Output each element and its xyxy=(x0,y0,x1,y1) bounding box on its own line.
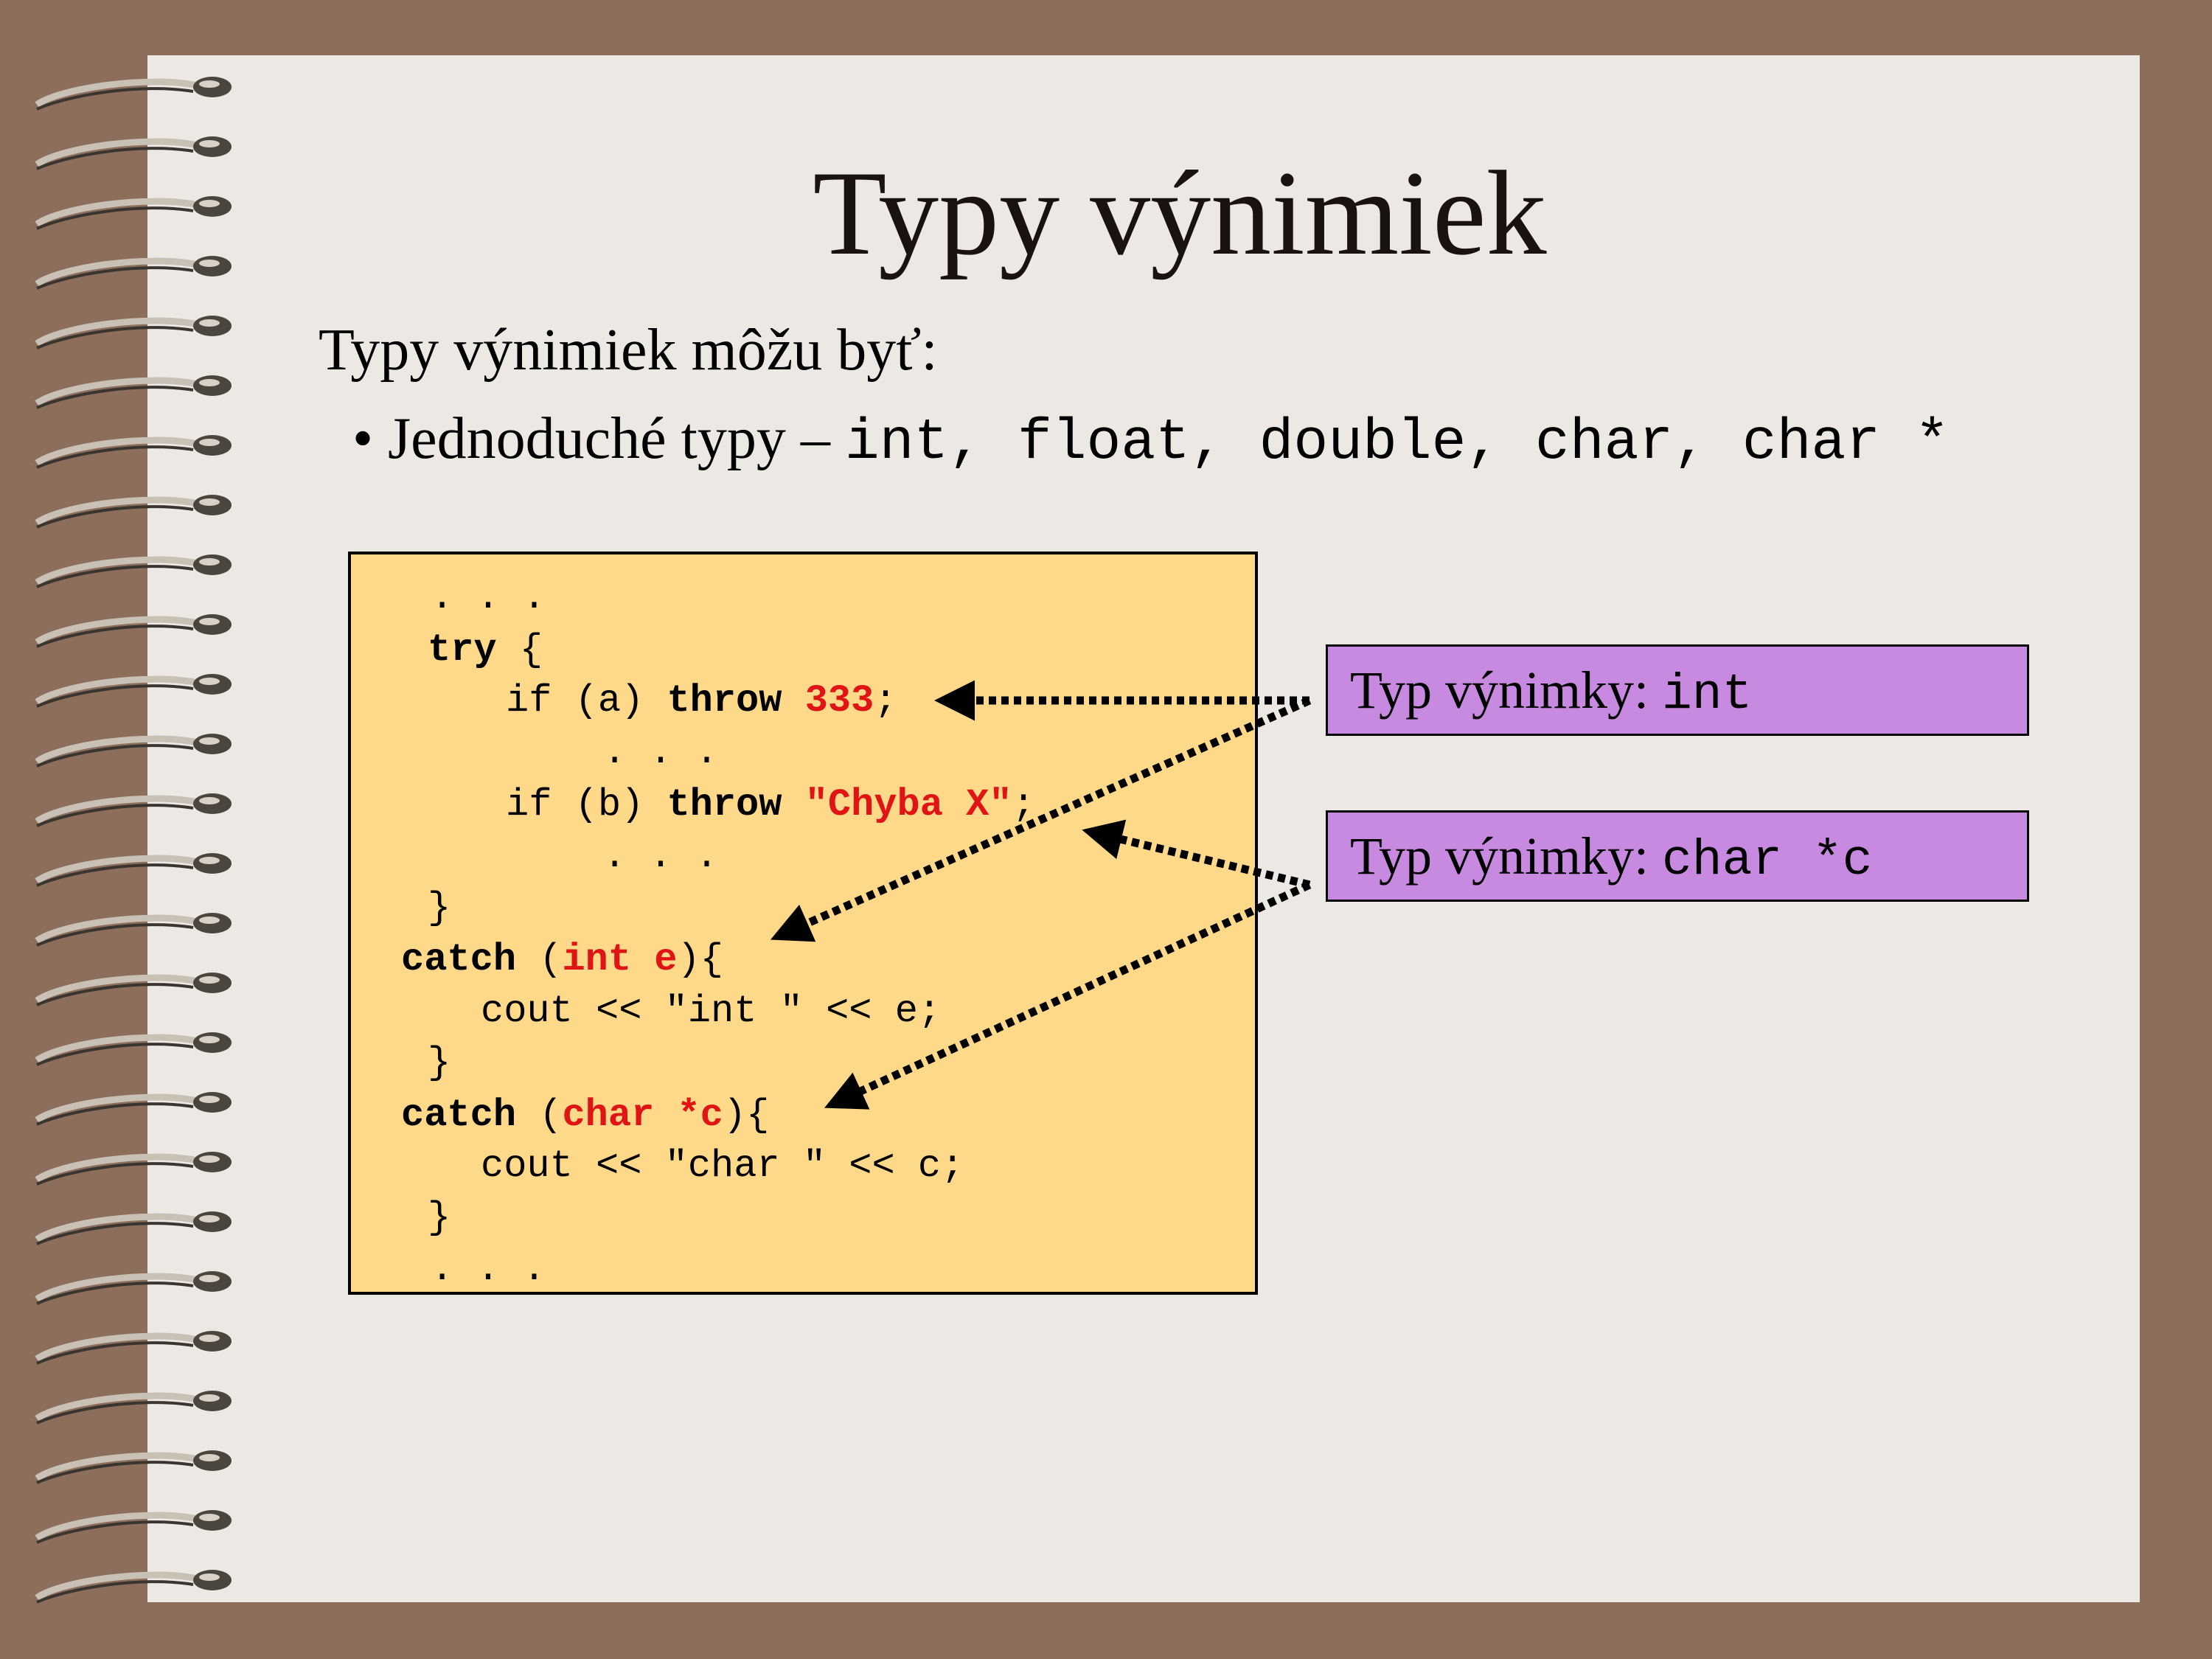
code-token: if (b) xyxy=(506,783,667,827)
spiral-ring xyxy=(35,256,232,290)
spiral-ring xyxy=(35,1271,232,1305)
spiral-ring xyxy=(35,1331,232,1365)
code-token: } xyxy=(428,1041,451,1085)
callout-int: Typ výnimky: int xyxy=(1326,644,2029,736)
code-line: . . . xyxy=(431,1244,546,1295)
code-token: . . . xyxy=(431,576,546,619)
callout-int-code: int xyxy=(1661,667,1753,723)
code-token: int e xyxy=(562,938,678,981)
spiral-ring xyxy=(35,1092,232,1126)
code-line: } xyxy=(428,883,451,934)
spiral-ring xyxy=(35,734,232,768)
spiral-ring xyxy=(35,1152,232,1186)
bullet-item: • Jednoduché typy – int, float, double, … xyxy=(352,406,1950,476)
code-token: ){ xyxy=(677,938,723,981)
spiral-ring xyxy=(35,375,232,409)
spiral-ring xyxy=(35,495,232,529)
callout-int-label: Typ výnimky: xyxy=(1350,661,1662,720)
code-token: . . . xyxy=(431,1248,546,1291)
code-line: } xyxy=(428,1037,451,1089)
callout-char-label: Typ výnimky: xyxy=(1350,827,1662,886)
code-token: } xyxy=(428,1196,451,1239)
code-token: ( xyxy=(516,1093,563,1137)
code-token xyxy=(782,783,804,827)
code-token: ( xyxy=(516,938,563,981)
code-line: } xyxy=(428,1192,451,1244)
callout-char-code: char *c xyxy=(1661,832,1873,889)
code-line: . . . xyxy=(431,572,546,624)
code-token xyxy=(782,679,804,723)
spiral-ring xyxy=(35,1510,232,1544)
code-token: ; xyxy=(874,679,897,723)
spiral-ring xyxy=(35,1032,232,1066)
spiral-ring xyxy=(35,196,232,230)
spiral-ring xyxy=(35,1450,232,1484)
spiral-ring xyxy=(35,316,232,349)
code-line: . . . xyxy=(603,727,718,779)
spiral-ring xyxy=(35,136,232,170)
spiral-ring xyxy=(35,77,232,111)
code-token: cout << "int " << e; xyxy=(481,990,942,1033)
spiral-ring xyxy=(35,554,232,588)
code-token: . . . xyxy=(603,731,719,774)
code-token: throw xyxy=(667,679,782,723)
code-token: . . . xyxy=(603,835,719,878)
spiral-binding-icon xyxy=(35,77,232,1604)
spiral-ring xyxy=(35,435,232,469)
code-line: catch (char *c){ xyxy=(401,1090,769,1141)
code-token: ){ xyxy=(723,1093,770,1137)
code-token: "Chyba X" xyxy=(804,783,1012,827)
code-token: catch xyxy=(401,938,517,981)
code-token: cout << "char " << c; xyxy=(481,1144,964,1188)
code-token: catch xyxy=(401,1093,517,1137)
code-line: if (a) throw 333; xyxy=(506,675,897,727)
code-token: if (a) xyxy=(506,679,667,723)
slide-title: Typy výnimiek xyxy=(813,147,1547,280)
spiral-ring xyxy=(35,793,232,827)
bullet-label: Jednoduché typy xyxy=(388,406,786,471)
code-token: 333 xyxy=(804,679,874,723)
code-line: . . . xyxy=(603,831,718,883)
code-line: catch (int e){ xyxy=(401,934,723,986)
spiral-ring xyxy=(35,853,232,887)
code-box: . . .try {if (a) throw 333;. . .if (b) t… xyxy=(348,552,1258,1295)
code-token: { xyxy=(496,628,543,672)
intro-text: Typy výnimiek môžu byť: xyxy=(319,318,938,383)
bullet-marker: • xyxy=(352,406,374,471)
code-token: throw xyxy=(667,783,782,827)
code-line: cout << "int " << e; xyxy=(481,986,941,1037)
bullet-code: int, float, double, char, char * xyxy=(844,411,1950,476)
code-token: char *c xyxy=(562,1093,723,1137)
code-token: ; xyxy=(1012,783,1035,827)
spiral-ring xyxy=(35,674,232,708)
code-token: } xyxy=(428,886,451,930)
code-token: try xyxy=(428,628,497,672)
spiral-ring xyxy=(35,1211,232,1245)
bullet-dash: – xyxy=(785,406,845,471)
callout-char: Typ výnimky: char *c xyxy=(1326,810,2029,902)
spiral-ring xyxy=(35,913,232,947)
spiral-ring xyxy=(35,1570,232,1604)
code-line: cout << "char " << c; xyxy=(481,1141,964,1192)
spiral-ring xyxy=(35,614,232,648)
spiral-ring xyxy=(35,973,232,1006)
code-line: try { xyxy=(428,625,543,676)
code-line: if (b) throw "Chyba X"; xyxy=(506,779,1035,831)
spiral-ring xyxy=(35,1391,232,1425)
